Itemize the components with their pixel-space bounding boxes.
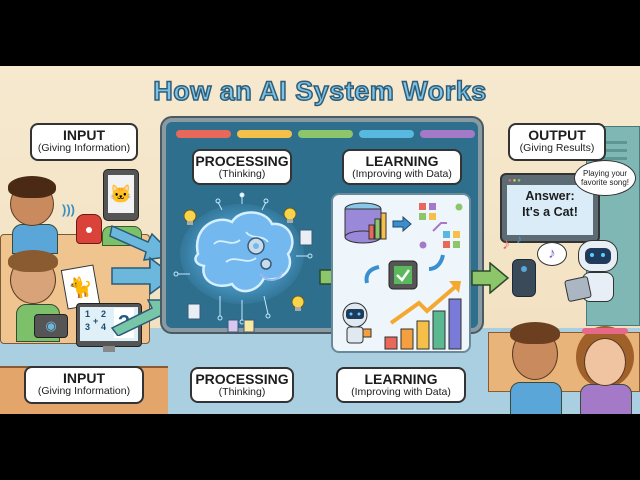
music-note-icon: ♪ bbox=[502, 236, 510, 253]
smart-speaker-icon bbox=[76, 214, 102, 244]
learning-sub-bottom: (Improving with Data) bbox=[351, 386, 451, 399]
processing-label-bottom: PROCESSING (Thinking) bbox=[190, 367, 294, 403]
brain-icon bbox=[173, 192, 313, 332]
cat-icon: 🐱 bbox=[108, 175, 134, 213]
girl-watching bbox=[574, 324, 636, 414]
page-title: How an AI System Works bbox=[152, 75, 487, 107]
fraction-2-denominator: 4 bbox=[101, 322, 107, 332]
processing-heading-bottom: PROCESSING bbox=[195, 371, 289, 387]
answer-line-2: It's a Cat! bbox=[522, 204, 578, 219]
chip-check-icon bbox=[388, 260, 418, 290]
processing-heading: PROCESSING bbox=[195, 153, 289, 169]
answer-screen: ●●● Answer: It's a Cat! bbox=[500, 173, 600, 243]
plus-sign: + bbox=[93, 316, 99, 326]
growth-chart-icon bbox=[384, 281, 462, 350]
processing-label-top: PROCESSING (Thinking) bbox=[192, 149, 292, 185]
output-sub: (Giving Results) bbox=[519, 142, 595, 155]
input-sub: (Giving Information) bbox=[37, 142, 131, 155]
learning-heading: LEARNING bbox=[365, 153, 439, 169]
infographic: How an AI System Works INPUT (Giving Inf… bbox=[0, 66, 640, 414]
fraction-2-numerator: 2 bbox=[101, 309, 107, 319]
tablet-icon: 🐱 bbox=[103, 169, 139, 221]
robot-icon bbox=[342, 302, 372, 344]
processing-sub: (Thinking) bbox=[218, 168, 266, 181]
learning-panel bbox=[331, 193, 471, 353]
lightbulb-icon bbox=[183, 207, 305, 311]
camera-tablet-icon: ◉ bbox=[34, 314, 68, 338]
input-label-top: INPUT (Giving Information) bbox=[30, 123, 138, 161]
document-icon bbox=[187, 229, 313, 332]
input-label-bottom: INPUT (Giving Information) bbox=[24, 366, 144, 404]
input-heading-bottom: INPUT bbox=[63, 370, 105, 386]
smart-speaker-icon bbox=[512, 259, 536, 297]
fraction-1-denominator: 3 bbox=[85, 322, 91, 332]
learning-label-top: LEARNING (Improving with Data) bbox=[342, 149, 462, 185]
speech-bubble: Playing your favorite song! bbox=[574, 160, 636, 196]
kid-speaking bbox=[0, 166, 110, 254]
music-note-icon-2: ♪ bbox=[516, 232, 522, 246]
answer-line-1: Answer: bbox=[525, 189, 575, 203]
learning-heading-bottom: LEARNING bbox=[364, 371, 438, 387]
fraction-1-numerator: 1 bbox=[85, 309, 91, 319]
learning-sub: (Improving with Data) bbox=[352, 168, 452, 181]
learning-label-bottom: LEARNING (Improving with Data) bbox=[336, 367, 466, 403]
input-sub-bottom: (Giving Information) bbox=[37, 385, 131, 398]
robot-icon bbox=[578, 240, 618, 272]
boy-watching bbox=[504, 318, 564, 414]
output-heading: OUTPUT bbox=[528, 127, 586, 143]
sound-waves-icon: ))) bbox=[62, 202, 75, 217]
input-heading: INPUT bbox=[63, 127, 105, 143]
database-icon bbox=[344, 202, 387, 244]
processing-sub-bottom: (Thinking) bbox=[218, 386, 266, 399]
color-stripes bbox=[176, 130, 475, 138]
learning-illustration bbox=[342, 202, 463, 350]
music-bubble: ♪ bbox=[537, 242, 567, 266]
learning-to-output-arrow-icon bbox=[471, 262, 510, 294]
network-icon bbox=[419, 203, 463, 249]
output-label-top: OUTPUT (Giving Results) bbox=[508, 123, 606, 161]
